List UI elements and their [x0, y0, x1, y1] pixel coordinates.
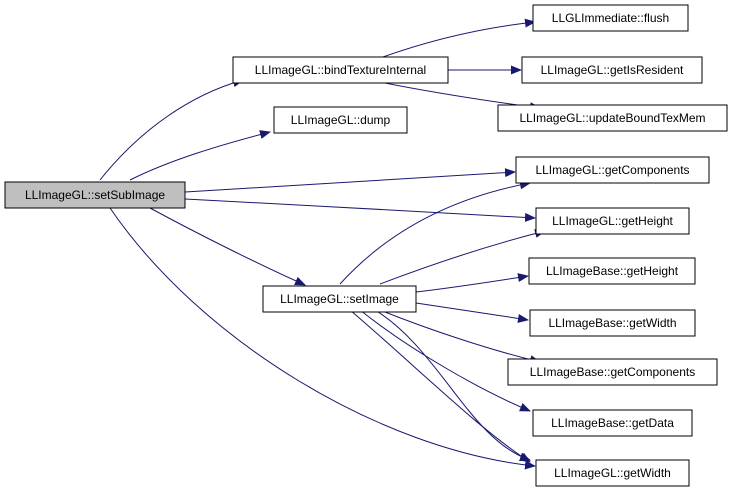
- node-box: [532, 409, 693, 437]
- edge-setImage-getComponents: [339, 180, 531, 285]
- edge-setImage-base_getComponents: [379, 309, 541, 365]
- node-label: LLGLImmediate::flush: [552, 11, 669, 25]
- node-getWidth[interactable]: LLImageGL::getWidth: [535, 459, 690, 487]
- node-base-getWidth[interactable]: LLImageBase::getWidth: [529, 309, 696, 337]
- edge-setImage-base_getData: [359, 309, 531, 412]
- node-setImage[interactable]: LLImageGL::setImage: [262, 285, 417, 313]
- edge-setSubImage-setImage: [149, 207, 306, 286]
- node-box: [273, 106, 408, 134]
- edge-setImage-base_getWidth: [415, 302, 529, 323]
- edge-setSubImage-dump: [129, 130, 271, 181]
- node-getComponents[interactable]: LLImageGL::getComponents: [515, 156, 710, 184]
- node-label: LLImageGL::dump: [291, 113, 391, 127]
- node-label: LLImageBase::getComponents: [530, 365, 695, 379]
- node-box: [535, 459, 690, 487]
- edge-setSubImage-bindTextureInternal: [99, 78, 244, 181]
- node-base-getHeight[interactable]: LLImageBase::getHeight: [528, 257, 696, 285]
- edges: [99, 18, 546, 470]
- node-box: [232, 56, 449, 84]
- node-label: LLImageGL::setSubImage: [25, 188, 165, 202]
- node-label: LLImageGL::getHeight: [552, 214, 673, 228]
- node-box: [521, 56, 703, 84]
- edge-setSubImage-getWidth: [109, 207, 536, 470]
- node-getHeight[interactable]: LLImageGL::getHeight: [535, 207, 690, 235]
- node-box: [4, 181, 186, 209]
- node-box: [532, 4, 689, 32]
- node-label: LLImageGL::getWidth: [554, 466, 671, 480]
- node-label: LLImageGL::setImage: [280, 292, 399, 306]
- node-box: [528, 257, 696, 285]
- node-label: LLImageBase::getHeight: [546, 264, 679, 278]
- node-label: LLImageBase::getData: [551, 416, 674, 430]
- edge-bindTextureInternal-updateBoundTexMem: [379, 81, 541, 112]
- edge-setImage-getWidth-2: [374, 309, 531, 462]
- edge-setSubImage-getComponents: [184, 168, 516, 193]
- edge-setImage-getWidth: [349, 309, 531, 463]
- node-updateBoundTexMem[interactable]: LLImageGL::updateBoundTexMem: [497, 104, 728, 132]
- node-box: [529, 309, 696, 337]
- node-flush[interactable]: LLGLImmediate::flush: [532, 4, 689, 32]
- node-box: [535, 207, 690, 235]
- node-box: [497, 104, 728, 132]
- node-label: LLImageGL::getComponents: [535, 163, 689, 177]
- node-label: LLImageGL::getIsResident: [541, 63, 684, 77]
- node-box: [507, 358, 718, 386]
- node-bindTextureInternal[interactable]: LLImageGL::bindTextureInternal: [232, 56, 449, 84]
- node-label: LLImageGL::updateBoundTexMem: [519, 111, 705, 125]
- edge-setSubImage-getHeight: [184, 198, 536, 222]
- edge-setImage-base_getHeight: [415, 273, 529, 293]
- edge-bindTextureInternal-flush: [379, 18, 536, 59]
- node-dump[interactable]: LLImageGL::dump: [273, 106, 408, 134]
- node-box: [262, 285, 417, 313]
- node-setSubImage[interactable]: LLImageGL::setSubImage: [4, 181, 186, 209]
- node-base-getData[interactable]: LLImageBase::getData: [532, 409, 693, 437]
- node-label: LLImageGL::bindTextureInternal: [255, 63, 426, 77]
- nodes: LLImageGL::setSubImage LLImageGL::bindTe…: [4, 4, 728, 487]
- node-box: [515, 156, 710, 184]
- edge-setImage-getHeight: [379, 229, 546, 285]
- node-getIsResident[interactable]: LLImageGL::getIsResident: [521, 56, 703, 84]
- node-base-getComponents[interactable]: LLImageBase::getComponents: [507, 358, 718, 386]
- node-label: LLImageBase::getWidth: [548, 316, 676, 330]
